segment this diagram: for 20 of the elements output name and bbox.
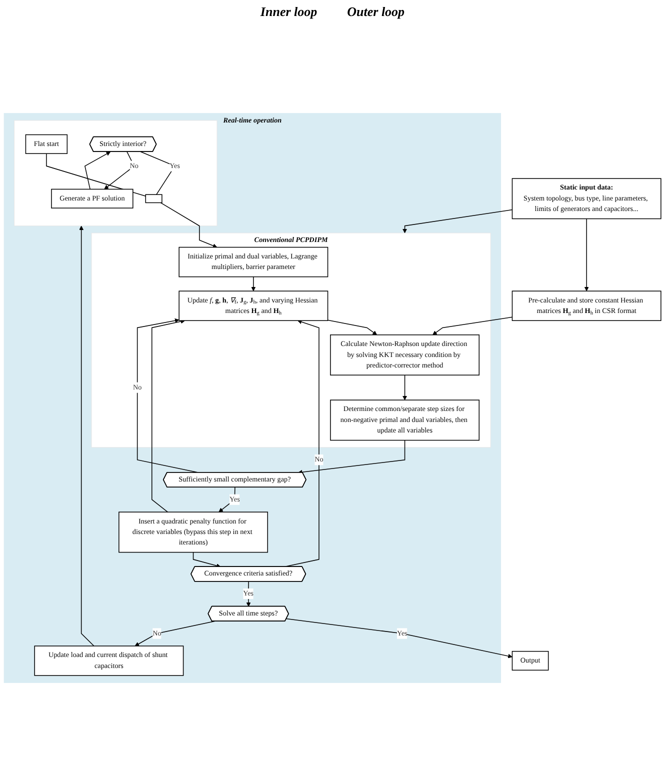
cluster: [14, 120, 218, 226]
node-switch: [145, 194, 162, 204]
arrow: [134, 620, 215, 646]
arrow: [584, 218, 589, 292]
arrow: [286, 618, 512, 658]
arrow: [327, 320, 378, 336]
connector: [46, 153, 146, 197]
arrow: [160, 202, 218, 248]
arrow: [402, 374, 408, 400]
arrow: [79, 226, 94, 646]
arrow: [192, 552, 221, 568]
arrow: [84, 152, 111, 190]
loop-label: Outer loop: [347, 4, 405, 20]
arrow: [151, 319, 186, 512]
arrow: [218, 486, 236, 512]
loop-label: Inner loop: [260, 4, 318, 20]
arrow: [432, 316, 513, 336]
arrow: [402, 209, 513, 234]
arrow: [251, 276, 256, 292]
arrow: [298, 440, 406, 474]
